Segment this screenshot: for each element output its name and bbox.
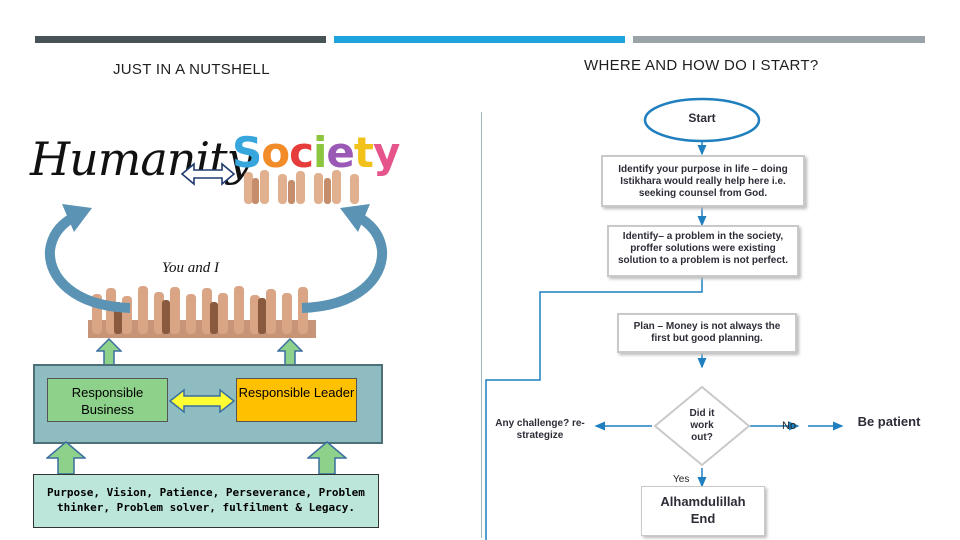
problem-step-box: Identify– a problem in the society, prof… [607,225,799,277]
flowchart-connectors [485,142,844,540]
society-letter: y [373,128,400,177]
no-label: No [782,420,797,432]
raised-hands-crowd-image [88,286,316,338]
start-node: Start [688,111,716,125]
panel-divider [481,112,482,538]
left-title: JUST IN A NUTSHELL [113,61,270,78]
qualities-box: Purpose, Vision, Patience, Perseverance,… [33,474,379,528]
you-and-i-label: You and I [162,260,219,276]
society-logo: Society [232,128,400,177]
decision-diamond-shape [653,385,751,467]
society-letter: i [313,128,327,177]
business-leader-double-arrow [168,388,236,414]
start-oval-shape [643,97,761,143]
header-bar-grey [633,36,925,43]
flowchart-title: WHERE AND HOW DO I START? [584,57,819,74]
purpose-step-box: Identify your purpose in life – doing Is… [601,155,805,207]
end-node: Alhamdulillah End [641,486,765,536]
society-letter: c [289,128,314,177]
up-arrow-qualities-right [307,441,347,475]
up-arrow-leader [277,338,303,366]
be-patient-node: Be patient [857,414,921,429]
society-letter: o [261,128,290,177]
responsible-business-box: Responsible Business [47,378,168,422]
humanity-society-double-arrow [180,162,236,186]
left-cycle-arrow [44,204,131,313]
society-letter: e [326,128,354,177]
yes-label: Yes [673,474,690,485]
decision-node: Did it work out? [689,408,715,443]
society-letter: t [353,128,374,177]
society-letter: S [232,128,262,177]
up-arrow-qualities-left [46,441,86,475]
header-bar-dark [35,36,326,43]
header-bar-blue [334,36,625,43]
responsible-leader-box: Responsible Leader [236,378,357,422]
right-cycle-arrow [301,204,388,313]
challenge-node: Any challenge? re-strategize [495,418,585,441]
plan-step-box: Plan – Money is not always the first but… [617,313,797,353]
up-arrow-business [96,338,122,366]
hands-holding-letters-image [244,170,359,204]
